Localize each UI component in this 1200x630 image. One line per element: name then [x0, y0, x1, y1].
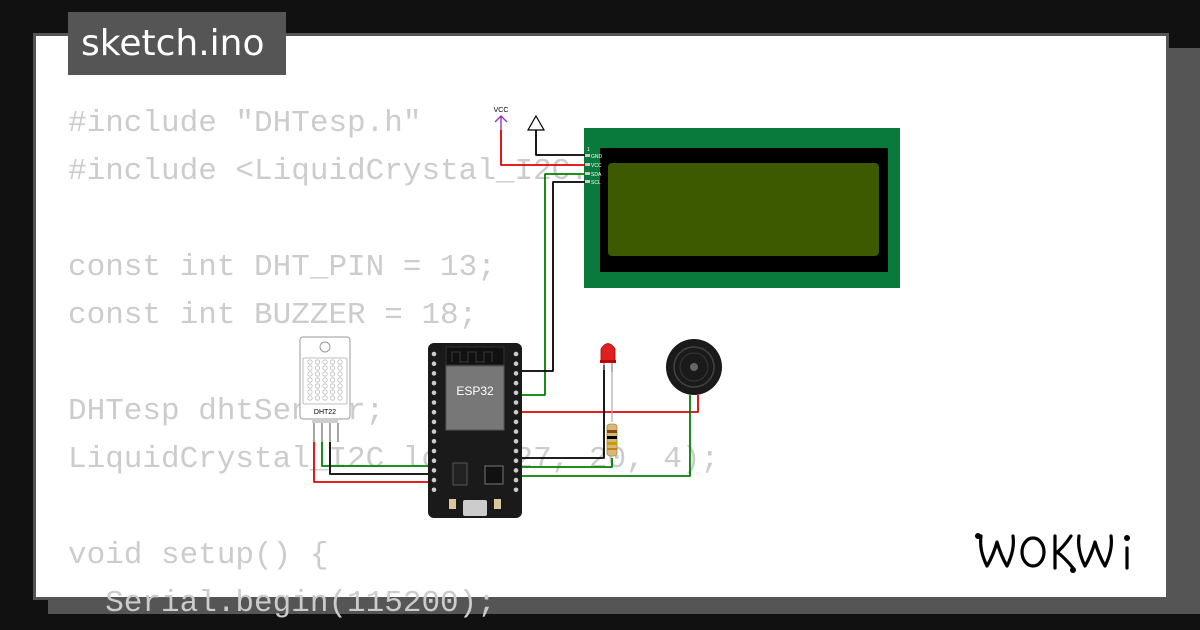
- dht-vent-hole: [329, 371, 336, 377]
- dht-vent-hole: [314, 389, 321, 395]
- dht-vent-hole: [314, 377, 321, 383]
- dht-label: DHT22: [314, 409, 336, 416]
- esp32-pin[interactable]: [513, 458, 519, 464]
- esp32-pin[interactable]: [431, 361, 437, 367]
- dht-vent-hole: [337, 383, 343, 389]
- lcd-pin-marker: 1: [587, 147, 590, 153]
- dht-vent-hole: [314, 365, 321, 371]
- esp32-pin[interactable]: [513, 419, 519, 425]
- esp32-pin[interactable]: [431, 400, 437, 405]
- dht-vent-hole: [322, 383, 328, 389]
- lcd-screen: [608, 163, 879, 256]
- dht-vent-hole: [314, 371, 321, 377]
- wokwi-logo: [975, 528, 1150, 581]
- esp32-pins-left: [431, 351, 437, 493]
- esp32-pin[interactable]: [431, 419, 437, 425]
- vcc-symbol[interactable]: VCC: [494, 107, 509, 131]
- dht-vent-hole: [337, 371, 343, 377]
- dht-vent-hole: [329, 365, 336, 371]
- esp32-pin[interactable]: [513, 429, 519, 434]
- esp32-pin[interactable]: [513, 371, 519, 376]
- esp32-pin[interactable]: [431, 477, 437, 483]
- dht-vent-hole: [322, 395, 328, 401]
- dht-vent-hole: [314, 359, 321, 365]
- esp32-label: ESP32: [456, 384, 494, 398]
- esp32-pin[interactable]: [513, 487, 519, 493]
- esp32-pin[interactable]: [431, 371, 437, 376]
- wires: [313, 130, 699, 483]
- code-line: Serial.begin(115200);: [68, 586, 496, 621]
- esp32-pin[interactable]: [431, 380, 437, 386]
- code-line: const int BUZZER = 18;: [68, 298, 478, 333]
- dht-vent-hole: [329, 389, 336, 395]
- esp32-pin[interactable]: [513, 380, 519, 386]
- esp32-pin[interactable]: [431, 409, 437, 415]
- dht-vent-hole: [337, 359, 343, 365]
- dht-vent-hole: [337, 389, 343, 395]
- dht-vent-hole: [329, 395, 336, 401]
- ground-symbol[interactable]: [526, 114, 546, 131]
- dht-vent-hole: [329, 359, 336, 365]
- code-line: DHTesp dhtSensor;: [68, 394, 385, 429]
- code-line: #include <LiquidCrystal_I2C.h>: [68, 154, 627, 189]
- dht-vent-hole: [322, 359, 328, 365]
- dht-vent-hole: [307, 371, 313, 377]
- esp32-board[interactable]: ESP32: [428, 343, 522, 518]
- dht-vent-hole: [337, 395, 343, 401]
- esp32-pin[interactable]: [431, 458, 437, 464]
- esp32-pin[interactable]: [431, 487, 437, 493]
- vcc-label: VCC: [494, 107, 509, 114]
- esp32-pin[interactable]: [431, 468, 437, 473]
- dht-vent-hole: [314, 395, 321, 401]
- dht-vent-hole: [314, 383, 321, 389]
- dht-vent-hole: [322, 389, 328, 395]
- dht-vent-hole: [307, 365, 313, 371]
- code-preview: #include "DHTesp.h" #include <LiquidCryst…: [68, 100, 719, 628]
- esp32-pin[interactable]: [513, 361, 519, 367]
- resistor[interactable]: [606, 423, 618, 457]
- dht-vent-hole: [337, 365, 343, 371]
- code-line: const int DHT_PIN = 13;: [68, 250, 496, 285]
- dht-vent-hole: [307, 395, 313, 401]
- esp32-pin[interactable]: [431, 429, 437, 434]
- esp32-pins-right: [513, 351, 519, 493]
- esp32-pin[interactable]: [513, 400, 519, 405]
- esp32-pin[interactable]: [513, 477, 519, 483]
- dht-vent-hole: [322, 377, 328, 383]
- dht-vent-hole: [337, 377, 343, 383]
- dht-vent-grid: [307, 359, 343, 401]
- dht-vent-hole: [307, 383, 313, 389]
- sketch-filename-tab[interactable]: sketch.ino: [68, 12, 286, 75]
- esp32-pin[interactable]: [431, 390, 437, 396]
- lcd-pin-sda: SDA: [591, 172, 602, 178]
- code-line: void setup() {: [68, 538, 329, 573]
- esp32-pin[interactable]: [513, 448, 519, 454]
- esp32-pin[interactable]: [513, 390, 519, 396]
- esp32-pin[interactable]: [513, 439, 519, 444]
- red-led[interactable]: [600, 343, 616, 373]
- esp32-pin[interactable]: [513, 468, 519, 473]
- esp32-pin[interactable]: [431, 439, 437, 444]
- esp32-pin[interactable]: [513, 409, 519, 415]
- lcd-display[interactable]: 1 GND VCC SDA SCL: [584, 128, 900, 288]
- dht-vent-hole: [307, 389, 313, 395]
- preview-card: [33, 33, 1169, 600]
- code-line: #include "DHTesp.h": [68, 106, 422, 141]
- dht-vent-hole: [307, 377, 313, 383]
- esp32-pin[interactable]: [431, 448, 437, 454]
- lcd-pin-gnd: GND: [591, 154, 603, 160]
- dht-vent-hole: [322, 365, 328, 371]
- dht-vent-hole: [322, 371, 328, 377]
- esp32-pin[interactable]: [431, 351, 437, 357]
- esp32-pin[interactable]: [513, 351, 519, 357]
- dht-vent-hole: [329, 383, 336, 389]
- buzzer[interactable]: [666, 339, 722, 395]
- dht-vent-hole: [329, 377, 336, 383]
- lcd-pin-scl: SCL: [591, 180, 601, 186]
- dht-vent-hole: [307, 359, 313, 365]
- dht22-sensor[interactable]: DHT22: [299, 336, 351, 442]
- lcd-pin-vcc: VCC: [591, 163, 602, 169]
